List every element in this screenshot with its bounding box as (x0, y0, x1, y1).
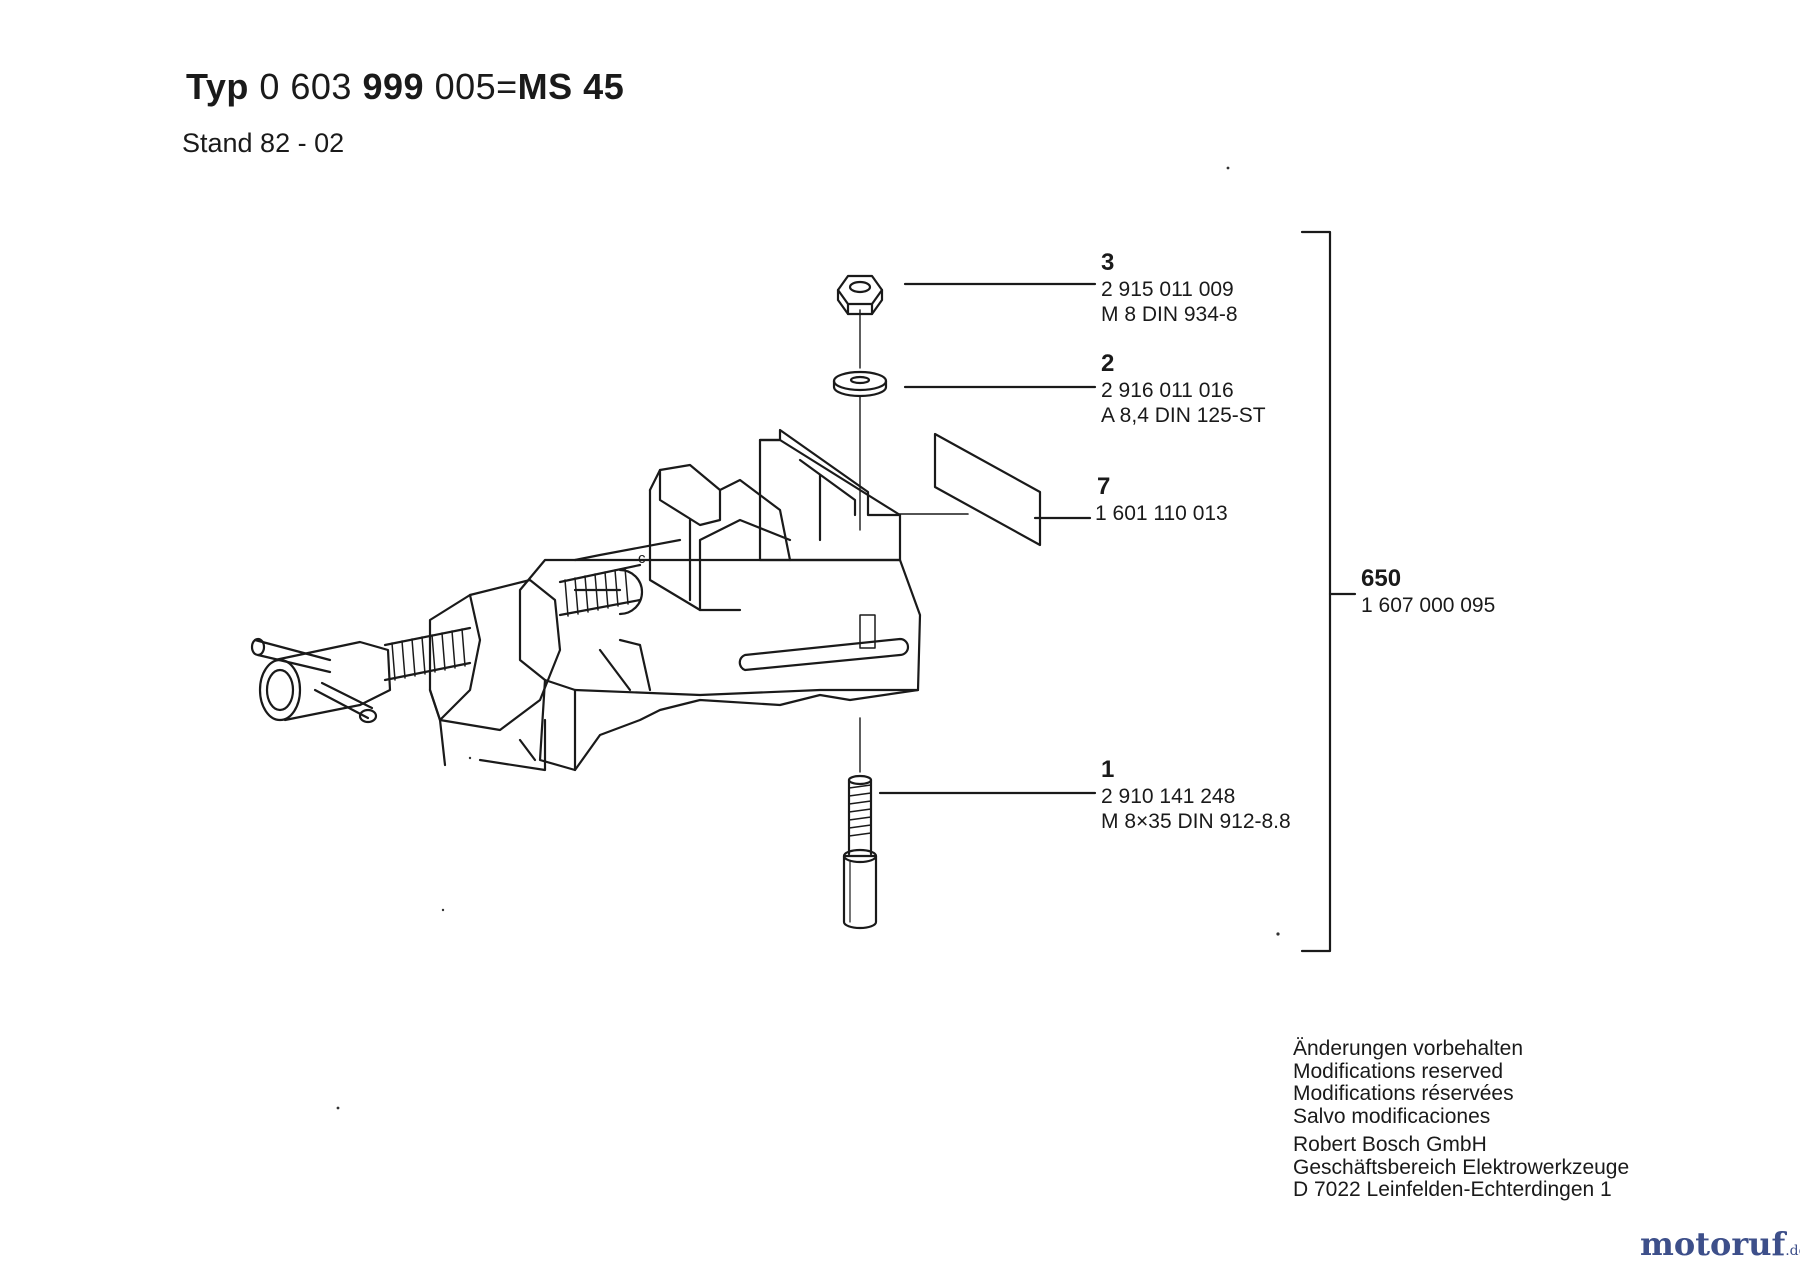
brand-name: motoruf (1640, 1225, 1786, 1263)
typ-code-a: 0 603 (259, 66, 352, 107)
part-number: 1 (1101, 756, 1115, 783)
typ-label: Typ (186, 66, 249, 107)
part-number: 2 (1101, 350, 1115, 377)
footer-line-fr: Modifications réservées (1293, 1082, 1514, 1105)
footer-line-en: Modifications reserved (1293, 1059, 1504, 1083)
footer-line-de: Änderungen vorbehalten (1293, 1037, 1524, 1060)
company-address: D 7022 Leinfelden-Echterdingen 1 (1293, 1178, 1612, 1201)
part-code: 2 910 141 248 (1101, 785, 1236, 808)
assembly-bracket (1300, 230, 1332, 953)
part-code: 1 601 110 013 (1095, 502, 1228, 525)
hex-nut-part-3 (836, 274, 884, 316)
part-label-3: 3 2 915 011 009 M 8 DIN 934-8 (1101, 249, 1238, 327)
assembly-number: 650 (1361, 565, 1402, 592)
page-title: Typ 0 603 999 005=MS 45 (186, 66, 624, 108)
model-name: MS 45 (517, 66, 625, 107)
svg-text:c: c (638, 550, 646, 567)
typ-code-b: 999 (362, 66, 425, 107)
assembly-code: 1 607 000 095 (1361, 594, 1496, 617)
washer-part-2 (832, 370, 888, 398)
part-spec: M 8×35 DIN 912-8.8 (1101, 810, 1291, 833)
typ-code-c: 005 (434, 66, 497, 107)
assembly-label-650: 650 1 607 000 095 (1361, 565, 1495, 618)
part-label-2: 2 2 916 011 016 A 8,4 DIN 125-ST (1101, 350, 1266, 428)
part-code: 2 915 011 009 (1101, 278, 1234, 301)
part-number: 3 (1101, 249, 1115, 276)
company-division: Geschäftsbereich Elektrowerkzeuge (1293, 1155, 1630, 1179)
cap-screw-part-1 (842, 774, 878, 930)
brand-tld: .de (1785, 1243, 1800, 1259)
drill-press-vise: c (250, 428, 922, 772)
company-name: Robert Bosch GmbH (1293, 1133, 1487, 1156)
stand-date: Stand 82 - 02 (182, 128, 345, 158)
footer-notice: Änderungen vorbehalten Modifications res… (1293, 1037, 1630, 1202)
part-spec: A 8,4 DIN 125-ST (1101, 404, 1266, 427)
part-code: 2 916 011 016 (1101, 379, 1234, 402)
footer-line-es: Salvo modificaciones (1293, 1104, 1491, 1128)
part-label-7: 7 1 601 110 013 (1095, 473, 1228, 526)
equals-sign: = (496, 66, 518, 107)
label-plate-part-7 (933, 432, 1042, 547)
part-label-1: 1 2 910 141 248 M 8×35 DIN 912-8.8 (1101, 756, 1291, 834)
brand-watermark: motoruf.de (1640, 1225, 1800, 1263)
part-spec: M 8 DIN 934-8 (1101, 303, 1238, 326)
part-number: 7 (1097, 473, 1111, 500)
